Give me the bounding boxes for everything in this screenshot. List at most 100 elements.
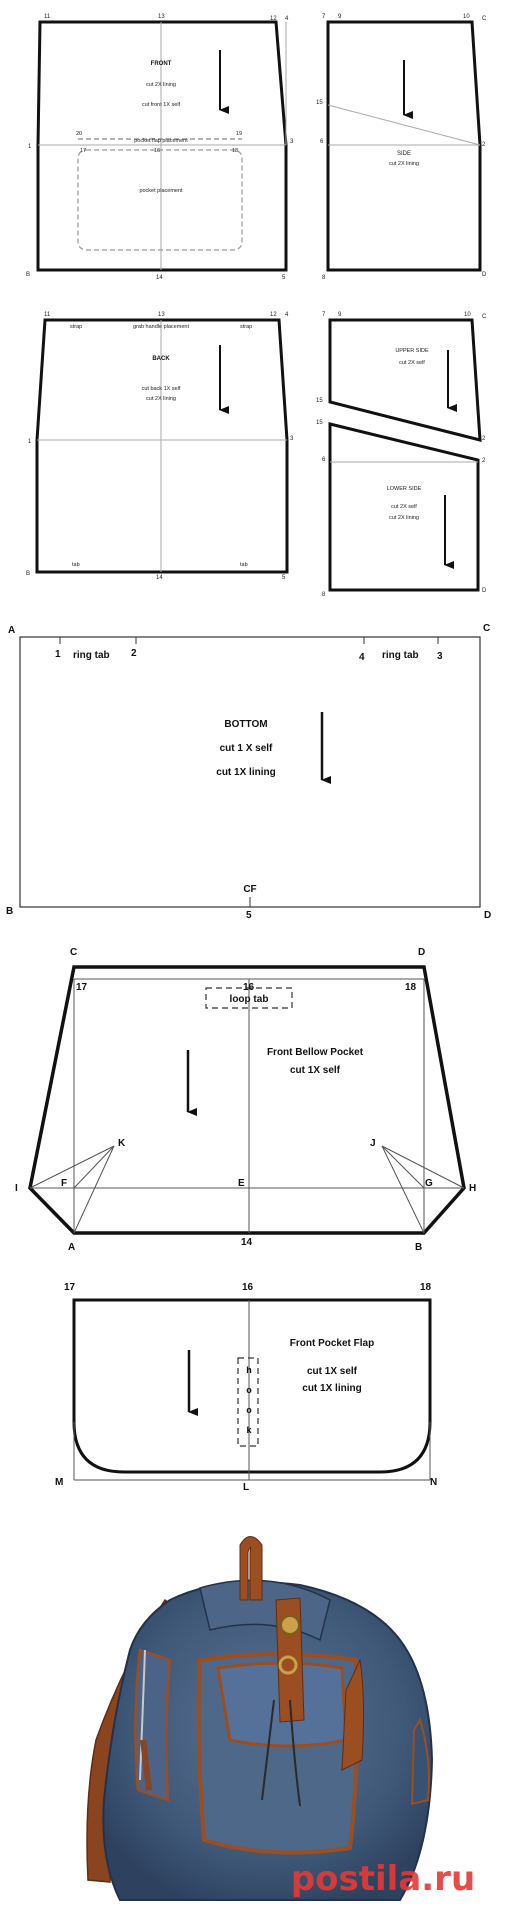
drawcord: [261, 1699, 301, 1807]
point-label: 8: [322, 275, 326, 281]
bottom-title: BOTTOM: [224, 719, 267, 730]
upper-side-panel: UPPER SIDE cut 2X self 7 9 10 C 15 2: [316, 312, 487, 442]
side-strap: [341, 1658, 365, 1771]
point-label: 10: [463, 14, 470, 20]
point-label: 4: [285, 312, 289, 318]
bellow-j-line: [381, 1145, 425, 1189]
bottom-cut-lining: cut 1X lining: [216, 767, 275, 778]
point-label: I: [15, 1183, 18, 1194]
point-label: 2: [482, 142, 486, 148]
lower-side-title: LOWER SIDE: [387, 486, 422, 492]
bellow-pocket-panel: loop tab Front Bellow Pocket cut 1X self…: [15, 947, 476, 1253]
back-cut-self: cut back 1X self: [142, 386, 181, 392]
point-label: A: [68, 1242, 75, 1253]
point-label: N: [430, 1477, 437, 1488]
flap-placement-label: pocket flap placement: [134, 138, 188, 144]
flap-cut-self: cut 1X self: [307, 1366, 358, 1377]
point-label: E: [238, 1178, 245, 1189]
pocket-placement-label: pocket placement: [139, 188, 183, 194]
point-label: 15: [316, 100, 323, 106]
bellow-outline: [28, 965, 466, 1235]
bottom-cut-self: cut 1 X self: [220, 743, 273, 754]
point-label: D: [482, 588, 487, 594]
point-label: 12: [270, 312, 277, 318]
point-label: 3: [437, 651, 443, 662]
hook-letter: o: [246, 1405, 252, 1415]
point-label: M: [55, 1477, 63, 1488]
bellow-title: Front Bellow Pocket: [267, 1047, 364, 1058]
point-label: 11: [44, 14, 51, 20]
point-label: 4: [359, 652, 365, 663]
backpack-photo: [86, 1536, 434, 1901]
point-label: B: [6, 906, 13, 917]
point-label: 15: [316, 398, 323, 404]
point-label: 18: [420, 1282, 432, 1293]
back-title: BACK: [152, 356, 170, 362]
bellow-j-line: [381, 1145, 465, 1189]
point-label: 19: [236, 131, 242, 137]
point-label: 5: [246, 910, 252, 921]
side-diagonal-line: [327, 104, 481, 146]
bellow-j-line: [381, 1145, 425, 1234]
side-outline: [326, 20, 482, 272]
ring-tab-right-label: ring tab: [382, 650, 419, 661]
lower-side-panel: LOWER SIDE cut 2X self cut 2X lining 15 …: [316, 420, 487, 598]
point-label: C: [70, 947, 77, 958]
point-label: 3: [290, 139, 294, 145]
bellow-k-line: [29, 1145, 115, 1189]
point-label: 4: [285, 16, 289, 22]
point-label: 11: [44, 312, 51, 318]
zipper: [139, 1649, 146, 1781]
point-label: L: [243, 1482, 249, 1493]
point-label: 15: [316, 420, 323, 426]
lower-side-outline: [328, 422, 480, 592]
point-label: 18: [232, 148, 238, 154]
loop-tab-rect: [205, 987, 293, 1009]
pocket-placement-rect: [77, 149, 243, 251]
point-label: 2: [482, 458, 486, 464]
point-label: B: [26, 571, 30, 577]
hook-placement-rect: [237, 1357, 259, 1447]
point-label: 17: [76, 982, 88, 993]
ring-icon: [278, 1655, 298, 1675]
point-label: 16: [154, 148, 160, 154]
front-outline: [36, 20, 288, 272]
watermark: postila.ru: [291, 1859, 475, 1899]
side-panel: SIDE cut 2X lining 7 9 10 C 15 6 2 8 D: [316, 14, 487, 281]
point-label: 20: [76, 131, 82, 137]
point-label: F: [61, 1178, 67, 1189]
point-label: 1: [28, 144, 32, 150]
bottom-panel: BOTTOM cut 1 X self cut 1X lining ring t…: [6, 623, 491, 921]
tab-left-label: tab: [72, 562, 80, 568]
point-label: H: [469, 1183, 476, 1194]
point-label: C: [482, 314, 487, 320]
back-cut-lining: cut 2X lining: [146, 396, 176, 402]
point-label: 5: [282, 275, 286, 281]
side-title: SIDE: [397, 151, 411, 157]
front-panel: FRONT cut 2X lining cut front 1X self po…: [26, 14, 294, 281]
point-label: D: [484, 910, 491, 921]
point-label: 7: [322, 14, 326, 20]
upper-side-title: UPPER SIDE: [395, 348, 429, 354]
flap-outline: [72, 1298, 432, 1474]
point-label: 14: [156, 575, 163, 581]
point-label: 1: [55, 649, 61, 660]
point-label: C: [482, 16, 487, 22]
point-label: 9: [338, 14, 342, 20]
point-label: 17: [80, 148, 86, 154]
ring-tab-left-label: ring tab: [73, 650, 110, 661]
point-label: 17: [64, 1282, 76, 1293]
point-label: 13: [158, 14, 165, 20]
point-label: 12: [270, 16, 277, 22]
point-label: 13: [158, 312, 165, 318]
upper-side-outline: [328, 318, 482, 442]
tab-right-label: tab: [240, 562, 248, 568]
grab-handle-label: grab handle placement: [133, 324, 189, 330]
point-label: 16: [242, 1282, 254, 1293]
lower-side-cut-self: cut 2X self: [391, 504, 417, 510]
bellow-cut: cut 1X self: [290, 1065, 341, 1076]
front-cut-lining: cut 2X lining: [146, 82, 176, 88]
point-label: 6: [322, 457, 326, 463]
pocket-flap-panel: h o o k Front Pocket Flap cut 1X self cu…: [55, 1282, 437, 1493]
